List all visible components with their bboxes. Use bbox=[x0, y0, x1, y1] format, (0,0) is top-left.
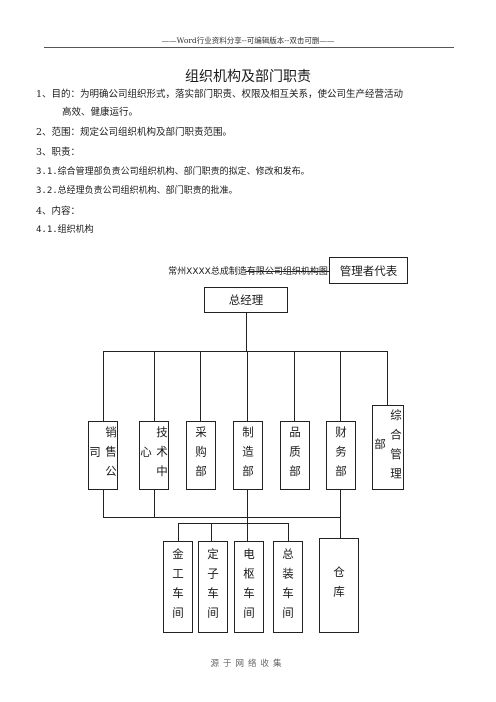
connector-line bbox=[340, 351, 341, 421]
warehouse-box: 仓库 bbox=[319, 538, 359, 633]
connector-line bbox=[247, 351, 248, 421]
workshop-metalwork: 金工车间 bbox=[163, 541, 193, 633]
dept-manufacturing: 制造部 bbox=[233, 421, 263, 490]
paragraph-duty-3-1: 3.1.综合管理部负责公司组织机构、部门职责的拟定、修改和发布。 bbox=[36, 167, 310, 177]
workshop-armature: 电枢车间 bbox=[234, 541, 264, 633]
header-rule bbox=[44, 47, 454, 48]
document-title: 组织机构及部门职责 bbox=[185, 69, 311, 85]
dept-sales: 销售公司 bbox=[88, 421, 118, 490]
connector-line bbox=[247, 517, 248, 523]
connector-line bbox=[154, 351, 155, 421]
connector-line bbox=[103, 351, 104, 421]
connector-line bbox=[288, 523, 289, 541]
page-footer: 源于网络收集 bbox=[210, 659, 286, 669]
org-chart-title: 常州XXXX总成制造有限公司组织机构图 bbox=[168, 267, 328, 277]
dept-finance: 财务部 bbox=[326, 421, 356, 490]
management-rep-box: 管理者代表 bbox=[329, 257, 408, 284]
workshop-assembly: 总装车间 bbox=[273, 541, 303, 633]
connector-line bbox=[103, 490, 104, 517]
connector-line bbox=[294, 351, 295, 421]
dept-quality: 品质部 bbox=[280, 421, 310, 490]
connector-line bbox=[200, 351, 201, 421]
paragraph-content: 4、内容： bbox=[36, 206, 81, 217]
connector-line bbox=[340, 517, 341, 538]
connector-line bbox=[247, 490, 248, 517]
connector-line bbox=[246, 313, 247, 351]
paragraph-org-structure: 4.1.组织机构 bbox=[36, 225, 94, 235]
connector-line bbox=[154, 490, 155, 517]
paragraph-duties: 3、职责： bbox=[36, 147, 81, 158]
connector-line bbox=[247, 523, 248, 541]
paragraph-purpose: 1、目的：为明确公司组织形式，落实部门职责、权限及相互关系，使公司生产经营活动 bbox=[36, 89, 404, 100]
paragraph-scope: 2、范围：规定公司组织机构及部门职责范围。 bbox=[36, 127, 233, 138]
connector-line bbox=[178, 523, 179, 541]
connector-line bbox=[103, 351, 388, 352]
dept-general-admin: 综合管理部 bbox=[372, 405, 404, 490]
dept-tech-center: 技术中心 bbox=[139, 421, 169, 490]
connector-line bbox=[211, 523, 212, 541]
paragraph-duty-3-2: 3.2.总经理负责公司组织机构、部门职责的批准。 bbox=[36, 186, 238, 196]
dept-purchasing: 采购部 bbox=[186, 421, 216, 490]
connector-line bbox=[103, 517, 341, 518]
general-manager-box: 总经理 bbox=[204, 287, 288, 313]
connector-line bbox=[387, 351, 388, 421]
paragraph-purpose-cont: 高效、健康运行。 bbox=[62, 107, 139, 118]
connector-line bbox=[340, 490, 341, 517]
connector-line bbox=[246, 271, 329, 272]
connector-line bbox=[178, 523, 289, 524]
page-header: ——Word行业资料分享--可编辑版本--双击可删—— bbox=[161, 36, 335, 45]
workshop-stator: 定子车间 bbox=[198, 541, 228, 633]
